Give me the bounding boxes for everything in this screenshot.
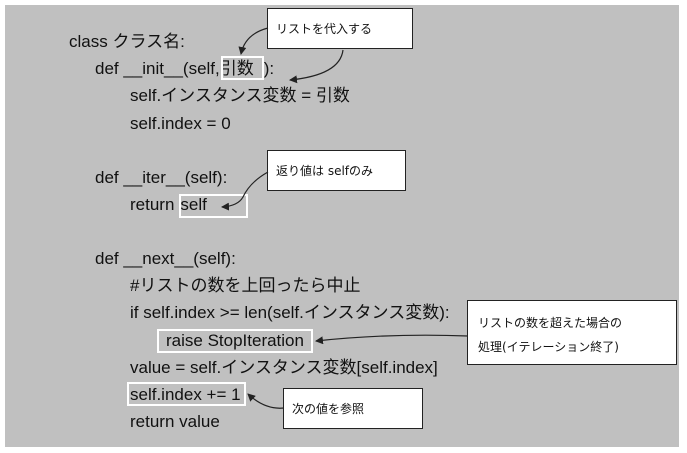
init-body-index-text: self.index = 0 [130,114,231,133]
init-body-assign-line: self.インスタンス変数 = 引数 [130,86,350,106]
init-body-index-line: self.index = 0 [130,114,231,134]
next-definition-text: def __next__(self): [95,249,236,268]
iter-definition-text: def __iter__(self): [95,168,228,187]
callout-returns-self: 返り値は selfのみ [267,150,406,191]
callout-stop-iteration: リストの数を超えた場合の 処理(イテレーション終了) [467,300,677,365]
next-return-line: return value [130,412,220,432]
arrow-stop-iteration [315,334,469,345]
callout-returns-self-text: 返り値は selfのみ [276,164,374,178]
next-value-line: value = self.インスタンス変数[self.index] [130,358,438,378]
arrow-returns-self [221,171,269,211]
callout-stop-iteration-line2: 処理(イテレーション終了) [478,340,619,354]
next-value-text: value = self.インスタンス変数[self.index] [130,358,438,377]
code-panel [5,5,679,447]
arrow-assign-to-argument [238,27,269,55]
callout-next-value: 次の値を参照 [283,388,423,429]
next-definition-line: def __next__(self): [95,249,236,269]
next-raise-line: raise StopIteration [166,331,304,351]
next-increment-text: self.index += 1 [130,385,241,404]
callout-next-value-text: 次の値を参照 [292,402,365,416]
arrow-next-value [247,393,285,409]
init-argument: 引数 [219,59,254,78]
next-comment-line: #リストの数を上回ったら中止 [130,276,360,296]
arrow-assign-to-instance-var [289,49,344,84]
next-comment-text: #リストの数を上回ったら中止 [130,276,361,295]
next-if-line: if self.index >= len(self.インスタンス変数): [130,303,450,323]
init-definition-line: def __init__(self,引数): [95,59,274,79]
callout-assign-list-text: リストを代入する [276,22,373,36]
next-return-text: return value [130,412,220,431]
iter-return-line: return self [130,195,207,215]
next-if-text: if self.index >= len(self.インスタンス変数): [130,303,450,322]
class-definition-text: class クラス名: [69,32,185,51]
init-body-assign-text: self.インスタンス変数 = 引数 [130,86,350,105]
iter-return-value: self [180,195,207,214]
iter-return-keyword: return [130,195,175,214]
iter-definition-line: def __iter__(self): [95,168,227,188]
callout-stop-iteration-line1: リストの数を超えた場合の [478,316,623,330]
next-increment-line: self.index += 1 [130,385,241,405]
callout-assign-list: リストを代入する [267,8,413,49]
init-definition-suffix: ): [263,59,275,78]
class-definition-line: class クラス名: [69,32,185,52]
next-raise-text: raise StopIteration [166,331,304,350]
init-definition-prefix: def __init__(self, [95,59,220,78]
